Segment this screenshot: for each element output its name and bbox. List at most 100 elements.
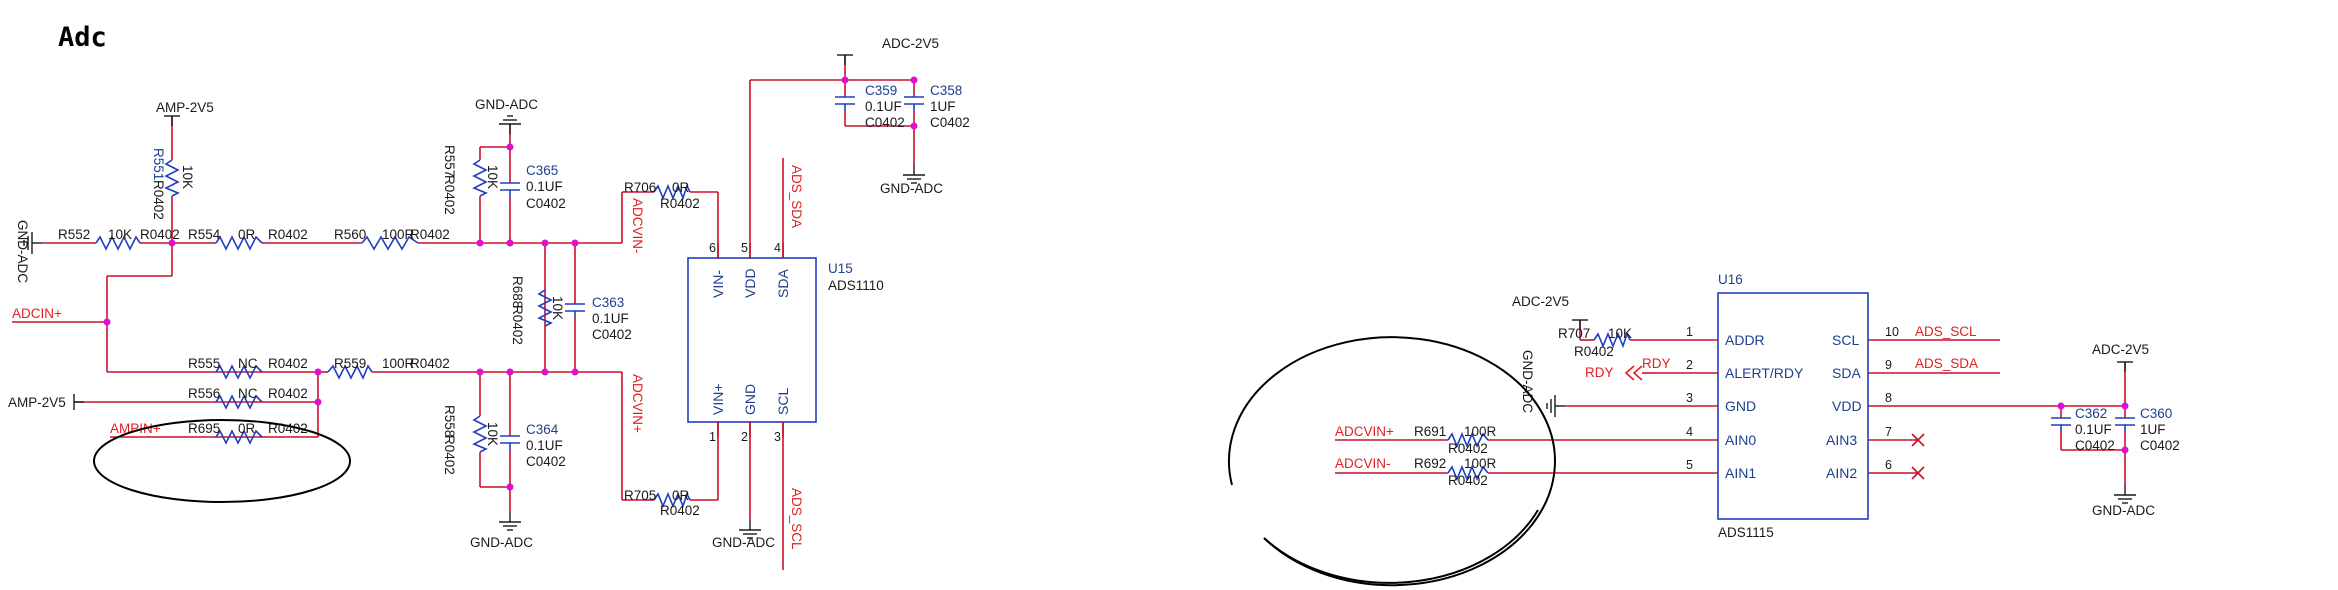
c359-value: 0.1UF	[865, 99, 902, 114]
resistor-r558	[472, 415, 488, 453]
resistor-r559	[327, 364, 373, 380]
r707-ref: R707	[1558, 326, 1590, 341]
r556-pkg: R0402	[268, 386, 308, 401]
u16-pin-name: AIN1	[1725, 465, 1756, 481]
u16-pin-num: 10	[1885, 325, 1899, 339]
r552-ref: R552	[58, 227, 90, 242]
junction	[571, 368, 579, 376]
highlight-ellipse-right	[1227, 336, 1556, 587]
r555-ref: R555	[188, 356, 220, 371]
r707-value: 10K	[1608, 326, 1632, 341]
c365-pkg: C0402	[526, 196, 566, 211]
resistor-r552	[95, 235, 141, 251]
no-connect-ain3	[1911, 433, 1925, 447]
amp-2v5-top-symbol	[163, 115, 181, 127]
c362-ref: C362	[2075, 406, 2107, 421]
r706-ref: R706	[624, 180, 656, 195]
capacitor-c364	[500, 435, 520, 450]
u15-ic	[687, 243, 817, 437]
r559-value: 100R	[382, 356, 415, 371]
r688-pkg: R0402	[510, 305, 525, 345]
junction	[476, 239, 484, 247]
junction	[841, 76, 849, 84]
r557-value: 10K	[485, 165, 500, 189]
r554-value: 0R	[238, 227, 256, 242]
r554-pkg: R0402	[268, 227, 308, 242]
adc-2v5-r707-label: ADC-2V5	[1512, 294, 1569, 309]
u15-pin-name: VIN-	[710, 270, 726, 298]
c363-pkg: C0402	[592, 327, 632, 342]
u16-ic	[1717, 292, 1869, 520]
gnd-adc-u16-symbol	[1546, 394, 1566, 418]
resistor-r706	[653, 183, 691, 201]
resistor-r707	[1593, 331, 1631, 349]
c359-pkg: C0402	[865, 115, 905, 130]
u16-pin-num: 2	[1686, 358, 1693, 372]
junction	[910, 76, 918, 84]
u16-pin-num: 9	[1885, 358, 1892, 372]
junction	[506, 239, 514, 247]
r556-value: NC	[238, 386, 258, 401]
net-ads-sda-u15: ADS_SDA	[789, 165, 804, 228]
gnd-adc-c360-symbol	[2113, 484, 2137, 504]
r560-pkg: R0402	[410, 227, 450, 242]
u15-pin-name: SCL	[775, 388, 791, 415]
r707-pkg: R0402	[1574, 344, 1614, 359]
junction	[314, 368, 322, 376]
c365-ref: C365	[526, 163, 558, 178]
u16-pin-num: 7	[1885, 425, 1892, 439]
c364-value: 0.1UF	[526, 438, 563, 453]
c360-ref: C360	[2140, 406, 2172, 421]
r558-ref: R558	[442, 405, 457, 437]
r705-value: 0R	[672, 488, 690, 503]
junction	[2121, 402, 2129, 410]
r706-value: 0R	[672, 180, 690, 195]
r560-ref: R560	[334, 227, 366, 242]
u15-pin-num: 1	[709, 430, 716, 444]
amp-2v5-left-symbol	[73, 394, 84, 410]
net-rdy-port: RDY	[1642, 356, 1671, 371]
r705-ref: R705	[624, 488, 656, 503]
junction	[506, 483, 514, 491]
r552-pkg: R0402	[140, 227, 180, 242]
u16-pin-name: VDD	[1832, 398, 1862, 414]
sheet-title: Adc	[58, 22, 107, 53]
u15-body	[687, 257, 817, 423]
u16-pin-num: 6	[1885, 458, 1892, 472]
junction	[476, 368, 484, 376]
net-ads-scl-u16: ADS_SCL	[1915, 324, 1977, 339]
c365-value: 0.1UF	[526, 179, 563, 194]
junction	[541, 239, 549, 247]
r695-value: 0R	[238, 421, 256, 436]
resistor-r691	[1447, 431, 1489, 449]
r692-ref: R692	[1414, 456, 1446, 471]
r692-pkg: R0402	[1448, 473, 1488, 488]
right-junctions	[2057, 402, 2129, 454]
junction	[571, 239, 579, 247]
resistor-r555	[215, 364, 263, 380]
c363-value: 0.1UF	[592, 311, 629, 326]
left-junctions	[103, 76, 918, 491]
net-adcvin-plus: ADCVIN+	[630, 374, 645, 433]
c362-pkg: C0402	[2075, 438, 2115, 453]
junction	[314, 398, 322, 406]
r555-value: NC	[238, 356, 258, 371]
u16-pin-name: ALERT/RDY	[1725, 365, 1804, 381]
r560-value: 100R	[382, 227, 415, 242]
u15-pin-name: VIN+	[710, 383, 726, 415]
junction	[506, 368, 514, 376]
resistor-r556	[215, 394, 263, 410]
net-ads-scl-u15: ADS_SCL	[789, 488, 804, 550]
capacitor-c358	[904, 96, 924, 111]
resistor-r560	[361, 235, 419, 251]
gnd-adc-c365-symbol	[498, 115, 522, 135]
u15-pin-name: VDD	[742, 268, 758, 298]
c358-pkg: C0402	[930, 115, 970, 130]
c358-ref: C358	[930, 83, 962, 98]
highlight-ellipse-right-lower	[1263, 509, 1539, 584]
r688-ref: R688	[510, 276, 525, 308]
adc-2v5-c360-symbol	[2116, 361, 2134, 373]
no-connect-ain2	[1911, 466, 1925, 480]
u16-pin-name: ADDR	[1725, 332, 1765, 348]
